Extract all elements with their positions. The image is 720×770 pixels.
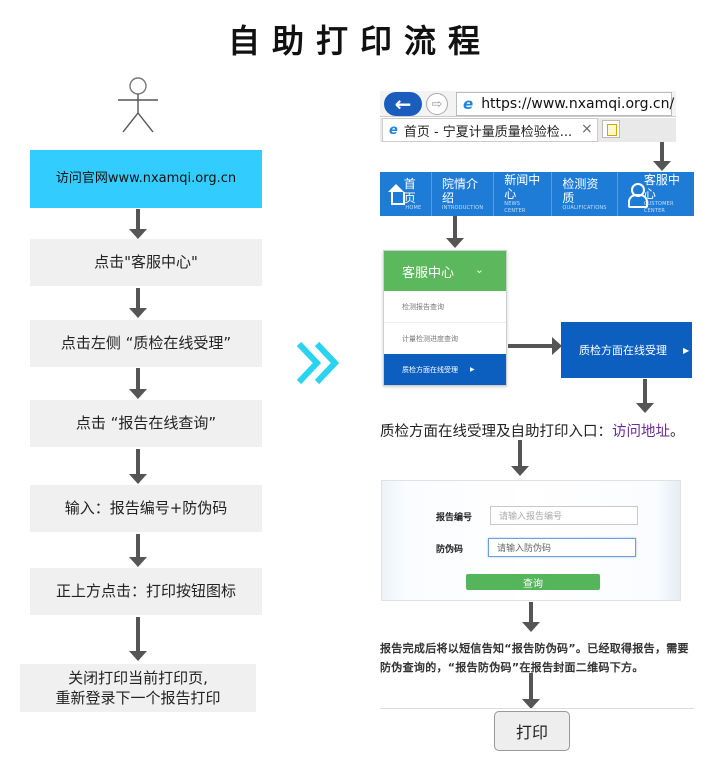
back-arrow-icon[interactable]: ← bbox=[384, 92, 422, 116]
menu-header-label: 客服中心 bbox=[402, 265, 455, 281]
page-title: 自助打印流程 bbox=[227, 22, 492, 60]
nav-label: 新闻中心 bbox=[504, 173, 541, 201]
flow-step-enter-code: 输入：报告编号+防伪码 bbox=[30, 485, 262, 532]
home-icon bbox=[388, 184, 405, 205]
entry-description: 质检方面在线受理及自助打印入口：访问地址。 bbox=[380, 420, 685, 441]
stick-figure-icon bbox=[118, 77, 158, 133]
new-tab-button[interactable] bbox=[602, 120, 620, 138]
report-number-input[interactable]: 请输入报告编号 bbox=[490, 506, 638, 525]
nav-item-home[interactable]: 首页 HOME bbox=[380, 172, 432, 216]
flow-step-close-and-repeat: 关闭打印当前打印页, 重新登录下一个报告打印 bbox=[20, 664, 256, 712]
nav-item-introduction[interactable]: 院情介绍 INTRODUCTION bbox=[432, 172, 495, 216]
flow-step-click-customer-center: 点击"客服中心" bbox=[30, 239, 262, 286]
menu-item-label: 检测报告查询 bbox=[402, 302, 444, 311]
chevron-down-icon: ⌄ bbox=[474, 263, 484, 276]
flow-step-text: 输入：报告编号+防伪码 bbox=[64, 499, 228, 518]
entry-end: 。 bbox=[670, 424, 685, 440]
nav-sublabel: NEWS CENTER bbox=[504, 201, 526, 214]
nav-item-customer-center[interactable]: 客服中心 CUSTOMER CENTER bbox=[618, 172, 694, 216]
flow-step-text: 点击"客服中心" bbox=[94, 253, 198, 272]
report-query-form: 报告编号 请输入报告编号 防伪码 请输入防伪码 查询 bbox=[381, 480, 681, 601]
ie-icon: e bbox=[389, 122, 398, 138]
nav-sublabel: INTRODUCTION bbox=[441, 204, 484, 211]
menu-item-label: 计量检测进度查询 bbox=[402, 334, 458, 343]
nav-sublabel: CUSTOMER CENTER bbox=[643, 201, 674, 214]
nav-label: 客服中心 bbox=[643, 173, 680, 201]
menu-item-progress-query[interactable]: 计量检测进度查询 bbox=[384, 323, 506, 355]
menu-item-qc-online[interactable]: 质检方面在线受理 ▶ bbox=[384, 354, 506, 385]
flow-step-click-print: 正上方点击：打印按钮图标 bbox=[30, 568, 262, 615]
anti-fake-code-input[interactable]: 请输入防伪码 bbox=[488, 538, 636, 557]
caret-right-icon: ▶ bbox=[683, 345, 690, 355]
nav-label: 首页 bbox=[403, 176, 416, 205]
report-number-label: 报告编号 bbox=[436, 513, 473, 523]
tab-title: 首页 - 宁夏计量质量检验检... bbox=[403, 124, 573, 140]
flow-step-text: 点击左侧 “质检在线受理” bbox=[60, 334, 232, 353]
caret-right-icon: ▶ bbox=[470, 366, 475, 373]
nav-item-news[interactable]: 新闻中心 NEWS CENTER bbox=[494, 172, 553, 216]
qc-online-label: 质检方面在线受理 bbox=[579, 344, 667, 357]
nav-label: 院情介绍 bbox=[441, 176, 478, 205]
person-icon bbox=[627, 183, 648, 208]
flow-step-text: 正上方点击：打印按钮图标 bbox=[55, 582, 236, 601]
nav-sublabel: QUALIFICATIONS bbox=[562, 204, 607, 211]
double-chevron-right-icon bbox=[296, 341, 340, 385]
menu-item-label: 质检方面在线受理 bbox=[402, 365, 458, 374]
nav-label: 检测资质 bbox=[562, 176, 599, 205]
flow-step-click-report-query: 点击 “报告在线查询” bbox=[30, 400, 262, 447]
ie-icon: e bbox=[463, 95, 474, 113]
nav-sublabel: HOME bbox=[405, 204, 422, 211]
address-bar[interactable]: e https://www.nxamqi.org.cn/ bbox=[456, 92, 675, 116]
divider bbox=[380, 708, 694, 709]
flow-step-text: 关闭打印当前打印页, 重新登录下一个报告打印 bbox=[55, 668, 221, 707]
flow-step-text: 访问官网www.nxamqi.org.cn bbox=[55, 171, 237, 187]
nav-item-qualifications[interactable]: 检测资质 QUALIFICATIONS bbox=[552, 172, 618, 216]
entry-link[interactable]: 访问地址 bbox=[612, 424, 670, 440]
entry-text: 质检方面在线受理及自助打印入口： bbox=[380, 424, 612, 440]
anti-fake-code-label: 防伪码 bbox=[436, 545, 464, 555]
forward-arrow-icon[interactable]: ⇨ bbox=[426, 93, 448, 115]
qc-online-button[interactable]: 质检方面在线受理 ▶ bbox=[561, 322, 692, 378]
customer-center-menu: 客服中心 ⌄ 检测报告查询 计量检测进度查询 质检方面在线受理 ▶ bbox=[383, 250, 507, 386]
flow-step-text: 点击 “报告在线查询” bbox=[75, 414, 217, 433]
flow-step-visit-site: 访问官网www.nxamqi.org.cn bbox=[30, 150, 262, 208]
query-button[interactable]: 查询 bbox=[466, 574, 600, 590]
menu-header[interactable]: 客服中心 ⌄ bbox=[384, 251, 506, 291]
flow-step-click-qc-online: 点击左侧 “质检在线受理” bbox=[30, 320, 262, 367]
notice-text: 报告完成后将以短信告知“报告防伪码”。已经取得报告，需要防伪查询的，“报告防伪码… bbox=[380, 642, 689, 674]
browser-tab[interactable]: e 首页 - 宁夏计量质量检验检... bbox=[382, 118, 598, 142]
url-text: https://www.nxamqi.org.cn/ bbox=[481, 96, 675, 112]
site-nav-bar: 首页 HOME 院情介绍 INTRODUCTION 新闻中心 NEWS CENT… bbox=[380, 172, 694, 216]
menu-item-report-query[interactable]: 检测报告查询 bbox=[384, 291, 506, 323]
print-button[interactable]: 打印 bbox=[494, 711, 570, 751]
close-icon[interactable]: × bbox=[581, 121, 593, 137]
